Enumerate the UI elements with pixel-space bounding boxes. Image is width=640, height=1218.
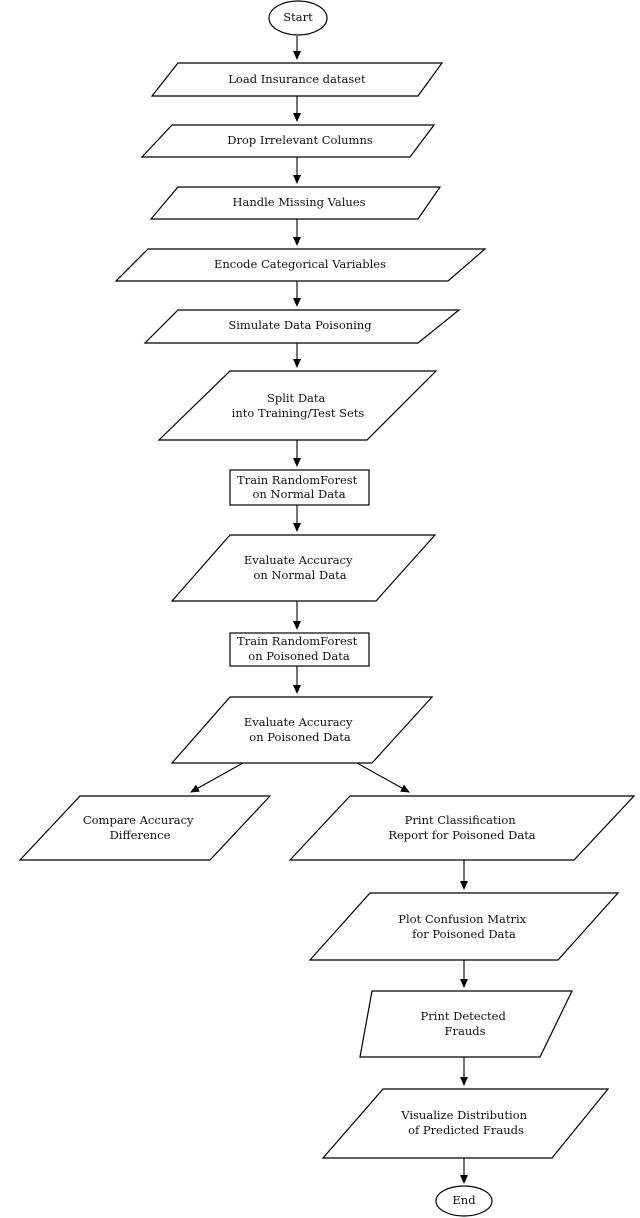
step-visualize-distribution: Visualize Distribution of Predicted Frau…	[321, 1088, 610, 1159]
start-label: Start	[283, 10, 313, 24]
step-detected-frauds-line-2: Frauds	[444, 1024, 485, 1038]
step-encode-categorical: Encode Categorical Variables	[114, 248, 487, 282]
step-train-poisoned-line-2: on Poisoned Data	[248, 649, 350, 663]
step-compare-accuracy: Compare Accuracy Difference	[18, 795, 272, 861]
step-compare-accuracy-label: Compare Accuracy Difference	[83, 813, 197, 842]
edge-evalpoisoned-report	[356, 762, 410, 793]
step-confusion-matrix: Plot Confusion Matrix for Poisoned Data	[308, 892, 620, 961]
step-split-data-label: Split Data into Training/Test Sets	[232, 391, 365, 420]
step-handle-missing-label: Handle Missing Values	[232, 195, 365, 209]
step-handle-missing: Handle Missing Values	[149, 186, 442, 220]
step-evaluate-poisoned-label: Evaluate Accuracy on Poisoned Data	[244, 715, 356, 744]
step-split-data-line-2: into Training/Test Sets	[232, 406, 365, 420]
edges	[190, 36, 468, 1184]
step-print-report: Print Classification Report for Poisoned…	[288, 795, 636, 861]
step-train-normal-line-2: on Normal Data	[252, 487, 345, 501]
step-evaluate-normal: Evaluate Accuracy on Normal Data	[170, 534, 437, 602]
step-train-poisoned: Train RandomForest on Poisoned Data	[229, 632, 370, 667]
end-label: End	[452, 1193, 476, 1207]
edge-evalpoisoned-compare	[190, 762, 244, 793]
step-encode-categorical-line: Encode Categorical Variables	[214, 257, 386, 271]
step-confusion-matrix-line-2: for Poisoned Data	[412, 927, 516, 941]
step-detected-frauds-line-1: Print Detected	[421, 1009, 507, 1023]
step-evaluate-normal-line-2: on Normal Data	[253, 568, 346, 582]
start-node: Start	[268, 0, 328, 36]
end-node: End	[435, 1185, 493, 1217]
step-simulate-poisoning-label: Simulate Data Poisoning	[228, 318, 372, 332]
step-handle-missing-line: Handle Missing Values	[232, 195, 365, 209]
step-print-report-label: Print Classification Report for Poisoned…	[388, 813, 535, 842]
step-confusion-matrix-label: Plot Confusion Matrix for Poisoned Data	[398, 912, 530, 941]
step-load-dataset: Load Insurance dataset	[150, 62, 444, 97]
step-split-data-line-1: Split Data	[267, 391, 326, 405]
step-train-poisoned-line-1: Train RandomForest	[237, 634, 358, 648]
step-train-normal-label: Train RandomForest on Normal Data	[237, 473, 361, 501]
step-evaluate-normal-label: Evaluate Accuracy on Normal Data	[244, 553, 356, 582]
step-drop-columns-line: Drop Irrelevant Columns	[227, 133, 373, 147]
step-visualize-distribution-line-2: of Predicted Frauds	[408, 1123, 524, 1137]
step-print-report-line-2: Report for Poisoned Data	[388, 828, 535, 842]
step-compare-accuracy-line-1: Compare Accuracy	[83, 813, 194, 827]
step-load-dataset-label: Load Insurance dataset	[228, 72, 366, 86]
step-load-dataset-line: Load Insurance dataset	[228, 72, 366, 86]
step-visualize-distribution-label: Visualize Distribution of Predicted Frau…	[400, 1108, 530, 1137]
step-confusion-matrix-line-1: Plot Confusion Matrix	[398, 912, 526, 926]
step-visualize-distribution-line-1: Visualize Distribution	[400, 1108, 527, 1122]
step-drop-columns: Drop Irrelevant Columns	[140, 124, 436, 158]
step-detected-frauds: Print Detected Frauds	[359, 990, 573, 1058]
step-print-report-line-1: Print Classification	[405, 813, 517, 827]
step-simulate-poisoning-line: Simulate Data Poisoning	[228, 318, 372, 332]
step-split-data: Split Data into Training/Test Sets	[157, 370, 438, 441]
step-train-poisoned-label: Train RandomForest on Poisoned Data	[237, 634, 361, 663]
step-drop-columns-label: Drop Irrelevant Columns	[227, 133, 373, 147]
step-evaluate-poisoned-line-1: Evaluate Accuracy	[244, 715, 353, 729]
step-compare-accuracy-line-2: Difference	[110, 828, 171, 842]
step-train-normal-line-1: Train RandomForest	[237, 473, 358, 487]
step-evaluate-normal-line-1: Evaluate Accuracy	[244, 553, 353, 567]
step-train-normal: Train RandomForest on Normal Data	[229, 469, 370, 506]
step-encode-categorical-label: Encode Categorical Variables	[214, 257, 386, 271]
step-evaluate-poisoned: Evaluate Accuracy on Poisoned Data	[170, 696, 434, 764]
step-simulate-poisoning: Simulate Data Poisoning	[143, 309, 461, 344]
step-evaluate-poisoned-line-2: on Poisoned Data	[249, 730, 351, 744]
step-detected-frauds-label: Print Detected Frauds	[421, 1009, 510, 1038]
